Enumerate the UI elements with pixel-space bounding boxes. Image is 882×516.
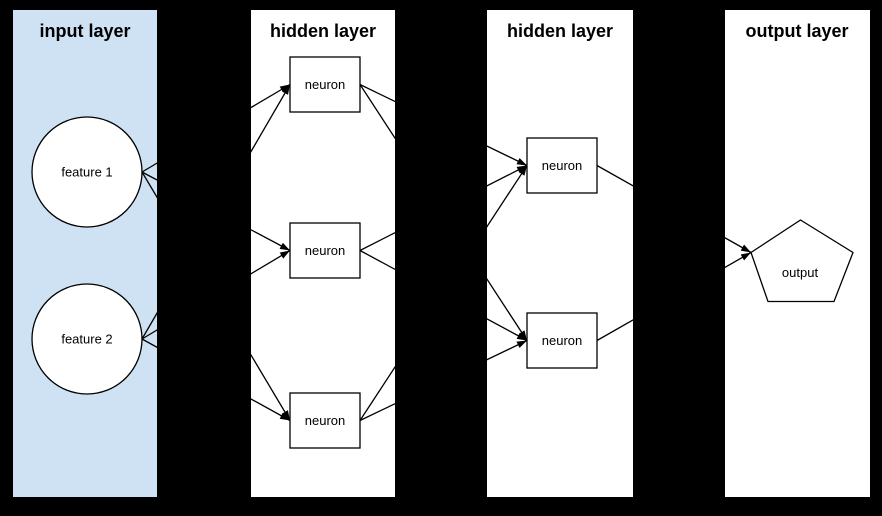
- node-feature-2[interactable]: [31, 283, 143, 395]
- edge-input-2-h1-3: [141, 338, 291, 422]
- edge-h2-1-out-1: [596, 164, 752, 254]
- node-label-output: output: [782, 265, 819, 280]
- node-label-neuron-h2-2: neuron: [542, 333, 582, 348]
- edge-h2-2-out-1: [596, 251, 752, 342]
- panel-hidden-layer-2: [487, 10, 633, 497]
- node-label-neuron-h2-1: neuron: [542, 158, 582, 173]
- node-label-feature-1: feature 1: [61, 165, 112, 180]
- layer-title-hidden-2: hidden layer: [507, 21, 613, 41]
- edge-h1-1-h2-1: [359, 83, 528, 167]
- node-label-neuron-h1-1: neuron: [305, 77, 345, 92]
- edge-h1-3-h2-1: [359, 165, 528, 421]
- node-label-neuron-h1-2: neuron: [305, 243, 345, 258]
- edge-h1-2-h2-1: [359, 164, 528, 252]
- edge-input-1-h1-1: [141, 83, 291, 173]
- node-output[interactable]: [750, 219, 854, 303]
- node-label-feature-2: feature 2: [61, 332, 112, 347]
- edge-input-2-h1-1: [141, 84, 291, 340]
- node-neuron-h1-2[interactable]: [289, 222, 361, 279]
- node-neuron-h1-1[interactable]: [289, 56, 361, 113]
- panel-input-layer: [13, 10, 157, 497]
- node-neuron-h2-2[interactable]: [526, 312, 598, 369]
- edge-h1-2-h2-2: [359, 249, 528, 342]
- node-label-neuron-h1-3: neuron: [305, 413, 345, 428]
- node-neuron-h2-1[interactable]: [526, 137, 598, 194]
- edge-input-1-h1-3: [141, 171, 291, 421]
- node-neuron-h1-3[interactable]: [289, 392, 361, 449]
- node-feature-1[interactable]: [31, 116, 143, 228]
- edge-input-2-h1-2: [141, 249, 291, 340]
- layer-title-input: input layer: [39, 21, 130, 41]
- layer-title-output: output layer: [745, 21, 848, 41]
- edge-h1-1-h2-2: [359, 84, 528, 341]
- edge-h1-3-h2-2: [359, 339, 528, 422]
- layer-title-hidden-1: hidden layer: [270, 21, 376, 41]
